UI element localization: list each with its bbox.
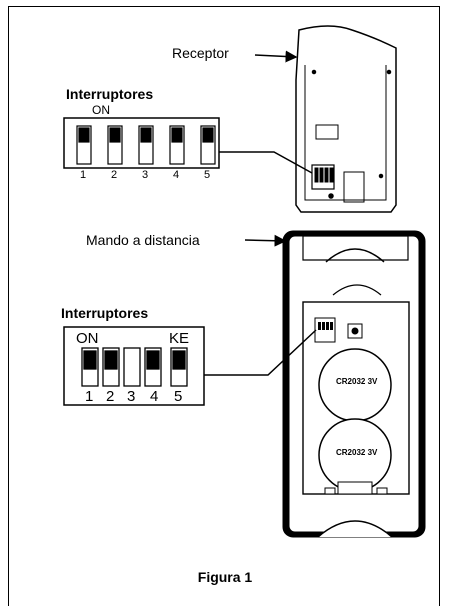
remote-pointer-arrow xyxy=(244,234,287,247)
remote-switch-number-5: 5 xyxy=(174,388,183,405)
remote-on-label: ON xyxy=(76,330,99,347)
receiver-switch-location xyxy=(314,167,334,183)
remote-callout-line xyxy=(204,329,317,376)
receiver-switch-number-1: 1 xyxy=(80,169,87,181)
receiver-switch-number-3: 3 xyxy=(142,169,149,181)
receiver-switch-number-2: 2 xyxy=(111,169,118,181)
remote-dip-switch xyxy=(63,326,205,406)
figure-drawing xyxy=(63,25,426,538)
remote-switch-number-1: 1 xyxy=(85,388,94,405)
receiver-dip-switch xyxy=(63,117,220,169)
receiver-switch-title: Interruptores xyxy=(66,86,154,102)
receiver-switch-number-5: 5 xyxy=(204,169,211,181)
receiver-device xyxy=(295,25,397,213)
remote-label: Mando a distancia xyxy=(86,232,200,248)
figure-caption: Figura 1 xyxy=(197,569,253,585)
remote-ke-label: KE xyxy=(169,330,190,347)
remote-switch-number-4: 4 xyxy=(150,388,159,405)
receiver-label: Receptor xyxy=(172,45,229,61)
figure-frame xyxy=(8,6,440,606)
battery-label-top: CR2032 3V xyxy=(336,377,378,386)
receiver-pointer-arrow xyxy=(254,50,298,63)
remote-switch-number-3: 3 xyxy=(127,388,136,405)
remote-switch-title: Interruptores xyxy=(61,305,149,321)
battery-label-bottom: CR2032 3V xyxy=(336,448,378,457)
remote-device xyxy=(282,230,426,538)
remote-switch-number-2: 2 xyxy=(106,388,115,405)
receiver-switch-number-4: 4 xyxy=(173,169,180,181)
receiver-on-label: ON xyxy=(92,103,110,117)
receiver-callout-line xyxy=(219,151,313,174)
